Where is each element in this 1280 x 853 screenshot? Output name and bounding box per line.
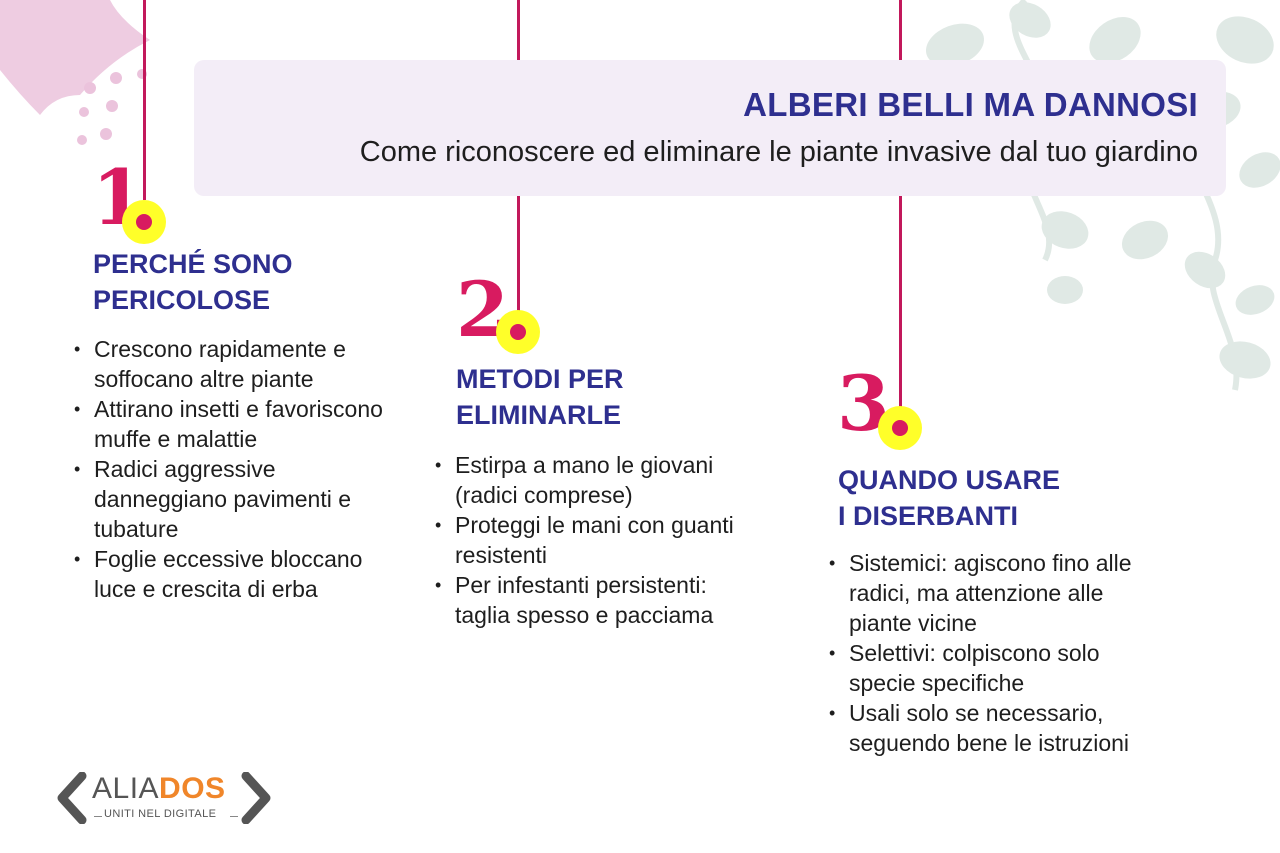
list-item: Crescono rapidamente e soffocano altre p… [74,334,404,394]
page-subtitle: Come riconoscere ed eliminare le piante … [359,136,1198,168]
bell-flower-icon [0,0,150,145]
step-dot-3 [878,406,922,450]
step-bullets-2: Estirpa a mano le giovani (radici compre… [435,450,765,630]
list-item: Estirpa a mano le giovani (radici compre… [435,450,765,510]
hanging-thread-3 [899,0,902,408]
list-item: Attirano insetti e favoriscono muffe e m… [74,394,404,454]
logo-divider-left [94,816,102,817]
hanging-thread-1 [143,0,146,200]
list-item: Usali solo se necessario, seguendo bene … [829,698,1159,758]
step-bullets-1: Crescono rapidamente e soffocano altre p… [74,334,404,604]
list-item: Per infestanti persistenti: taglia spess… [435,570,765,630]
step-dot-2 [496,310,540,354]
list-item: Selettivi: colpiscono solo specie specif… [829,638,1159,698]
list-item: Foglie eccessive bloccano luce e crescit… [74,544,404,604]
step-title-1: PERCHÉ SONO PERICOLOSE [93,249,293,315]
logo-wordmark: ALIADOS [92,772,226,805]
list-item: Sistemici: agiscono fino alle radici, ma… [829,548,1159,638]
chevron-left-icon [57,772,87,824]
aliados-logo: ALIADOS UNITI NEL DIGITALE [54,770,276,826]
step-dot-1 [122,200,166,244]
chevron-right-icon [241,772,271,824]
step-title-2: METODI PER ELIMINARLE [456,364,624,430]
logo-divider-right [230,816,238,817]
list-item: Radici aggressive danneggiano pavimenti … [74,454,404,544]
page-title: ALBERI BELLI MA DANNOSI [743,86,1198,123]
step-bullets-3: Sistemici: agiscono fino alle radici, ma… [829,548,1159,758]
header-banner: ALBERI BELLI MA DANNOSI Come riconoscere… [194,60,1226,196]
logo-tagline: UNITI NEL DIGITALE [104,808,217,820]
list-item: Proteggi le mani con guanti resistenti [435,510,765,570]
step-title-3: QUANDO USARE I DISERBANTI [838,465,1061,531]
